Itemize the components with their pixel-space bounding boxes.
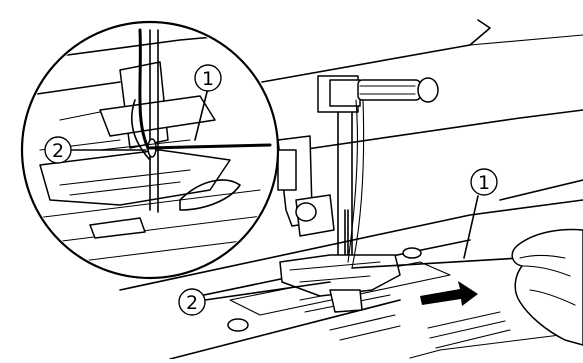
- callout-main-needle-eye: 2: [179, 289, 205, 315]
- needle-bar-assembly: [278, 76, 438, 312]
- label-2-main: 2: [186, 292, 198, 314]
- label-1-inset: 1: [202, 68, 214, 90]
- callout-main-thread: 1: [471, 169, 497, 195]
- label-1-main: 1: [478, 172, 490, 194]
- label-2-inset: 2: [52, 140, 64, 162]
- plate-screw-left: [228, 319, 248, 331]
- plate-screw-right: [403, 248, 421, 258]
- feed-direction-arrow: [420, 281, 478, 306]
- callout-inset-thread: 1: [195, 65, 221, 91]
- callout-inset-needle-eye: 2: [45, 137, 71, 163]
- hand-holding-thread: [512, 230, 583, 345]
